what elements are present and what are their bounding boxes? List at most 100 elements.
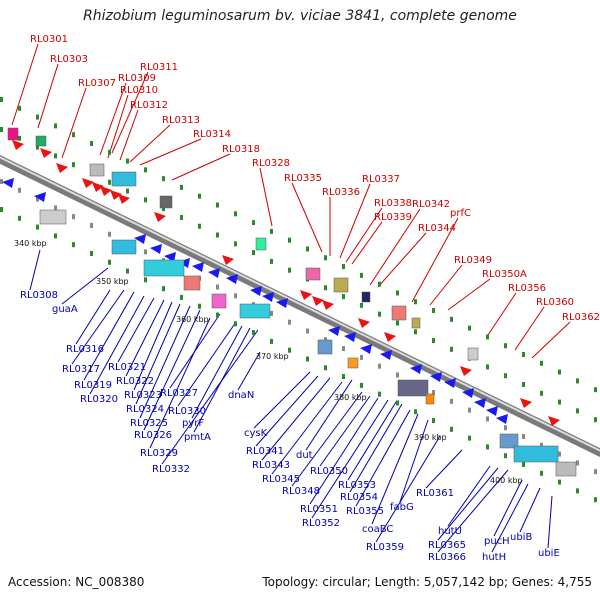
gene-label-forward: RL0301: [30, 34, 68, 45]
gene-label-forward: RL0362: [562, 312, 600, 323]
leader-line: [399, 419, 429, 503]
leader-line: [531, 321, 571, 359]
track-dot: [0, 179, 3, 184]
reverse-gene-arrow: [262, 292, 274, 302]
leader-line: [111, 71, 149, 154]
forward-gene-arrow: [358, 318, 370, 328]
track-dot: [0, 97, 3, 102]
leader-line: [61, 267, 109, 305]
track-dot: [360, 302, 363, 308]
track-dot: [108, 179, 111, 185]
track-dot: [504, 373, 507, 379]
forward-gene-arrow: [548, 416, 560, 426]
leader-line: [311, 399, 389, 519]
gene-label-reverse: RL0323: [124, 390, 162, 401]
gene-label-forward: RL0338: [374, 198, 412, 209]
gene-label-reverse: RL0317: [62, 364, 100, 375]
gene-label-forward: RL0303: [50, 54, 88, 65]
leader-line: [349, 403, 403, 493]
gene-label-reverse: dnaN: [228, 390, 254, 401]
forward-gene-arrow: [110, 190, 122, 200]
leader-line: [143, 309, 201, 431]
gene-label-forward: RL0307: [78, 78, 116, 89]
track-dot: [540, 442, 543, 448]
gene-label-forward: RL0342: [412, 199, 450, 210]
track-dot: [54, 153, 57, 159]
leader-line: [255, 375, 319, 447]
leader-line: [253, 371, 311, 429]
gene-block: [411, 317, 421, 329]
track-dot: [72, 214, 75, 220]
leader-line: [107, 94, 129, 159]
track-dot: [522, 462, 525, 468]
track-dot: [108, 149, 111, 155]
track-dot: [432, 418, 435, 424]
track-dot: [126, 188, 129, 194]
leader-line: [447, 465, 491, 527]
track-dot: [378, 281, 381, 287]
forward-gene-arrow: [100, 186, 112, 196]
track-dot: [288, 267, 291, 273]
leader-line: [261, 377, 331, 461]
forward-gene-arrow: [82, 178, 94, 188]
gene-label-reverse: RL0319: [74, 380, 112, 391]
track-dot: [180, 294, 183, 300]
reverse-gene-arrow: [208, 268, 220, 278]
track-dot: [342, 264, 345, 270]
track-dot: [342, 374, 345, 380]
gene-label-forward: RL0318: [222, 144, 260, 155]
track-dot: [414, 299, 417, 305]
gene-label-forward: RL0356: [508, 283, 546, 294]
track-dot: [558, 479, 561, 485]
track-dot: [522, 382, 525, 388]
gene-label-reverse: RL0351: [300, 504, 338, 515]
gene-block: [39, 209, 67, 225]
leader-line: [375, 435, 441, 543]
gene-label-forward: prfC: [450, 208, 471, 219]
leader-line: [493, 479, 523, 537]
track-dot: [594, 387, 597, 393]
leader-line: [437, 469, 509, 553]
track-dot: [396, 372, 399, 378]
leader-line: [139, 305, 191, 419]
gene-label-reverse: pyrF: [182, 418, 204, 429]
gene-label-reverse: RL0327: [160, 388, 198, 399]
kbp-tick-label: 390 kbp: [414, 433, 447, 442]
label-leader-lines: [11, 43, 571, 553]
track-dot: [90, 250, 93, 256]
kbp-tick-label: 370 kbp: [256, 352, 289, 361]
track-dot: [72, 132, 75, 138]
track-dot: [522, 352, 525, 358]
track-dot: [198, 303, 201, 309]
track-dot: [576, 488, 579, 494]
leader-line: [133, 301, 173, 391]
track-dot: [432, 390, 435, 396]
gene-label-reverse: RL0316: [66, 344, 104, 355]
track-dot: [486, 364, 489, 370]
genome-title: Rhizobium leguminosarum bv. viciae 3841,…: [83, 8, 517, 24]
leader-line: [437, 467, 499, 541]
leader-line: [305, 379, 353, 451]
forward-gene-arrow: [118, 194, 130, 204]
gene-block: [397, 379, 429, 397]
leader-line: [519, 487, 541, 533]
reverse-gene-arrow: [474, 398, 486, 408]
gene-label-reverse: RL0308: [20, 290, 58, 301]
track-dot: [378, 311, 381, 317]
kbp-tick-label: 360 kbp: [176, 315, 209, 324]
track-dot: [450, 426, 453, 432]
track-dot: [324, 255, 327, 261]
track-dot: [0, 127, 3, 132]
gene-label-reverse: RL0332: [152, 464, 190, 475]
track-dot: [342, 346, 345, 352]
kbp-tick-label: 340 kbp: [14, 239, 47, 248]
gene-label-reverse: RL0353: [338, 480, 376, 491]
gene-label-reverse: RL0352: [302, 518, 340, 529]
leader-line: [177, 321, 237, 407]
track-dot: [558, 451, 561, 457]
forward-gene-arrow: [322, 300, 334, 310]
leader-line: [487, 292, 517, 336]
track-dot: [396, 290, 399, 296]
leader-line: [149, 317, 211, 449]
